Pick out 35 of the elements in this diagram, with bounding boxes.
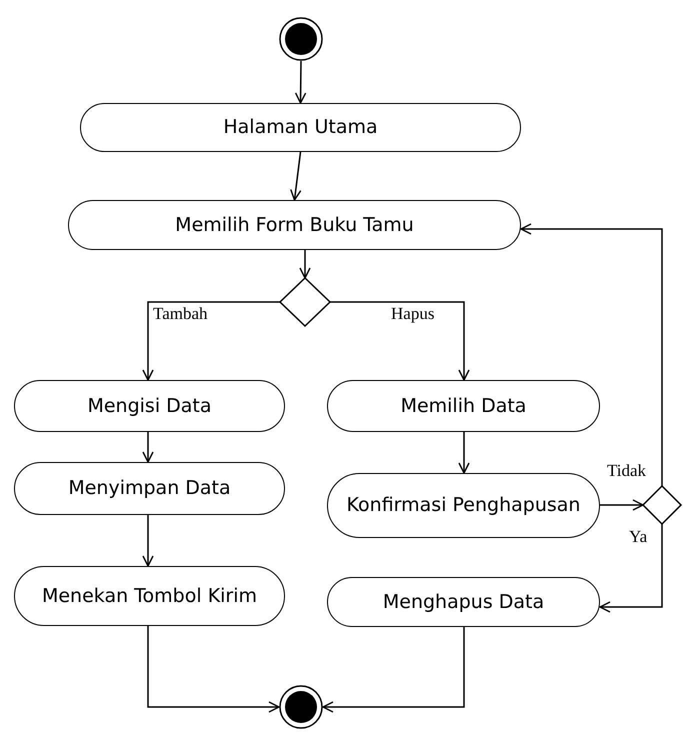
arrow: [600, 499, 644, 511]
arrow: [147, 626, 280, 713]
action-label: Menyimpan Data: [68, 477, 231, 500]
edge-label: Tambah: [152, 305, 209, 322]
action-box: [327, 577, 600, 627]
edge-label: Hapus: [390, 305, 436, 322]
end-node: [279, 685, 323, 729]
decision-diamond: [643, 486, 681, 524]
arrow: [142, 432, 154, 463]
action-box: [80, 103, 521, 152]
arrow: [299, 250, 311, 279]
edge-label: Ya: [628, 528, 648, 545]
arrow: [142, 515, 154, 567]
action-label: Konfirmasi Penghapusan: [346, 494, 580, 517]
arrow: [330, 301, 470, 381]
arrow: [520, 223, 663, 486]
arrow: [599, 524, 663, 613]
arrow: [322, 627, 465, 713]
decision-diamond: [280, 278, 330, 326]
edge-label: Tidak: [606, 462, 648, 479]
action-label: Menghapus Data: [382, 590, 544, 614]
action-label: Menekan Tombol Kirim: [42, 584, 258, 608]
action-box: [68, 200, 521, 250]
action-box: [14, 380, 285, 432]
action-label: Mengisi Data: [87, 394, 212, 418]
action-box: [14, 462, 285, 515]
action-label: Memilih Data: [400, 394, 526, 418]
arrow: [290, 152, 302, 201]
action-box: [327, 380, 600, 432]
arrow: [142, 301, 280, 381]
arrow: [458, 432, 470, 474]
action-label: Halaman Utama: [223, 116, 378, 139]
arrow: [294, 61, 306, 104]
start-node: [279, 17, 323, 61]
action-label: Memilih Form Buku Tamu: [175, 214, 414, 236]
